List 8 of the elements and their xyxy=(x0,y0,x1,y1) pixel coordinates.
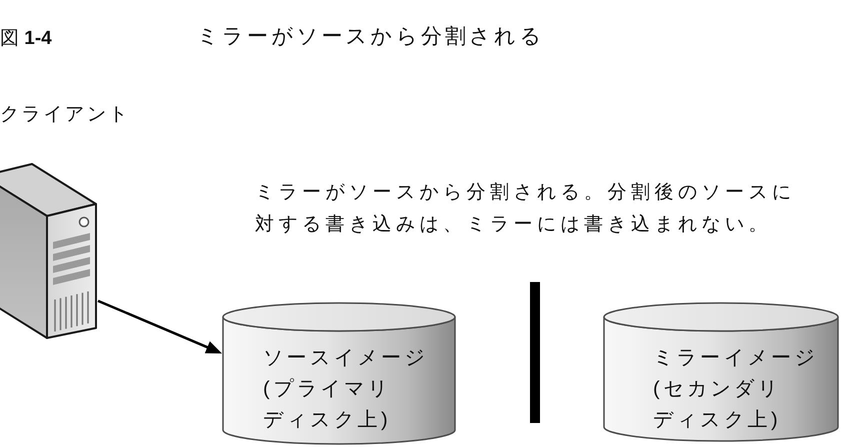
annotation-text: ミラーがソースから分割される。分割後のソースに対する書き込みは、ミラーには書き込まれない。 xyxy=(255,181,796,237)
server-icon xyxy=(0,162,98,340)
arrow xyxy=(98,300,222,354)
figure-number: 図 1-4 xyxy=(0,27,52,51)
server-label: クライアント xyxy=(0,103,130,127)
diagram-title: ミラーがソースから分割される xyxy=(197,24,544,50)
disk-label: ソースイメージ(プライマリディスク上) xyxy=(263,346,430,433)
disk-label: ミラーイメージ(セカンダリディスク上) xyxy=(653,346,820,433)
